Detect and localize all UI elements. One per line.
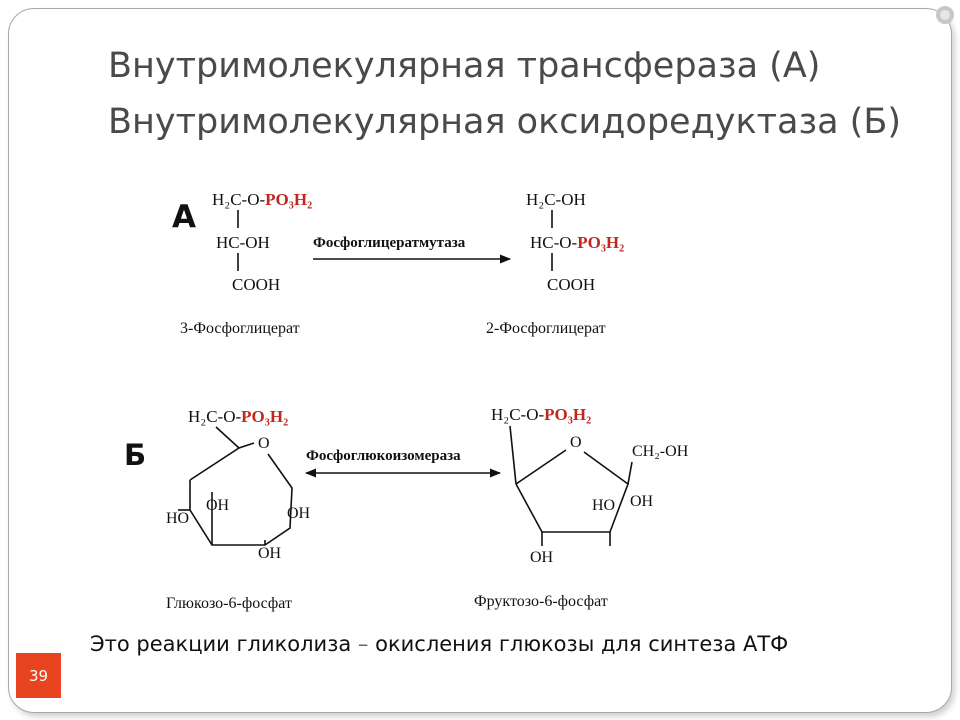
corner-decoration-inner <box>940 10 950 20</box>
product-2-phosphoglycerate: H₂C-OH HC-O-PO₃H₂ COOH 2-Фосфоглицерат <box>486 190 624 337</box>
bond <box>215 426 240 449</box>
ring-bond <box>189 442 255 481</box>
ring-bond <box>515 449 567 485</box>
substrate-b-name: Глюкозо-6-фосфат <box>166 595 292 612</box>
product-b-name: Фруктозо-6-фосфат <box>474 593 608 610</box>
fructose-top-group: H₂C-O-PO₃H₂ <box>491 405 591 424</box>
enzyme-a-label: Фосфоглицератмутаза <box>313 235 466 251</box>
substrate-3-phosphoglycerate: H₂C-O-PO₃H₂ HC-OH COOH 3-Фосфоглицерат <box>180 190 312 337</box>
glucose-top-group: H₂C-O-PO₃H₂ <box>188 407 288 426</box>
fructose-ring-oxygen: O <box>570 434 582 451</box>
substrate-glucose-6-phosphate: H₂C-O-PO₃H₂ O OH HO OH OH Глюкозо-6-фосф… <box>166 407 311 612</box>
enzyme-b-label: Фосфоглюкоизомераза <box>306 448 461 464</box>
reaction-a-label: А <box>172 199 196 235</box>
substrate-a-row1: H₂C-O-PO₃H₂ <box>212 190 312 209</box>
product-fructose-6-phosphate: H₂C-O-PO₃H₂ O CH₂-OH HO OH OH Фруктозо-6… <box>474 405 689 610</box>
glucose-oh-inner: OH <box>206 497 230 514</box>
glucose-oh-right: OH <box>287 505 311 522</box>
fructose-oh-bottom: OH <box>530 549 554 566</box>
product-a-row1: H₂C-OH <box>526 190 586 209</box>
fructose-ch2oh: CH₂-OH <box>632 443 689 460</box>
glucose-ho-left: HO <box>166 510 189 527</box>
slide-title: Внутримолекулярная трансфераза (А) Внутр… <box>108 38 908 150</box>
glucose-ring-oxygen: O <box>258 435 270 452</box>
slide-number-badge: 39 <box>16 653 61 698</box>
caption-text-before: Это реакции гликолиза <box>90 632 352 656</box>
title-line-1: Внутримолекулярная трансфераза (А) <box>108 46 821 86</box>
bond <box>509 425 517 485</box>
caption-dash: – <box>357 632 369 656</box>
product-a-name: 2-Фосфоглицерат <box>486 320 606 337</box>
slide-frame <box>8 8 952 713</box>
substrate-a-name: 3-Фосфоглицерат <box>180 320 300 337</box>
fructose-ring <box>515 451 629 533</box>
product-a-row2: HC-O-PO₃H₂ <box>530 233 624 252</box>
substrate-a-row2: HC-OH <box>216 233 270 252</box>
caption-text-after: окисления глюкозы для синтеза АТФ <box>375 632 789 656</box>
fructose-oh-right: OH <box>630 493 654 510</box>
bond <box>627 461 633 485</box>
product-a-row3: COOH <box>547 275 595 294</box>
substrate-a-row3: COOH <box>232 275 280 294</box>
fructose-ho-inner: HO <box>592 497 615 514</box>
reaction-b-label: Б <box>124 438 146 472</box>
slide-number: 39 <box>28 666 49 685</box>
title-line-2: Внутримолекулярная оксидоредуктаза (Б) <box>108 102 901 142</box>
glucose-oh-bottom: OH <box>258 545 282 562</box>
slide-caption: Это реакции гликолиза – окисления глюкоз… <box>90 632 788 656</box>
